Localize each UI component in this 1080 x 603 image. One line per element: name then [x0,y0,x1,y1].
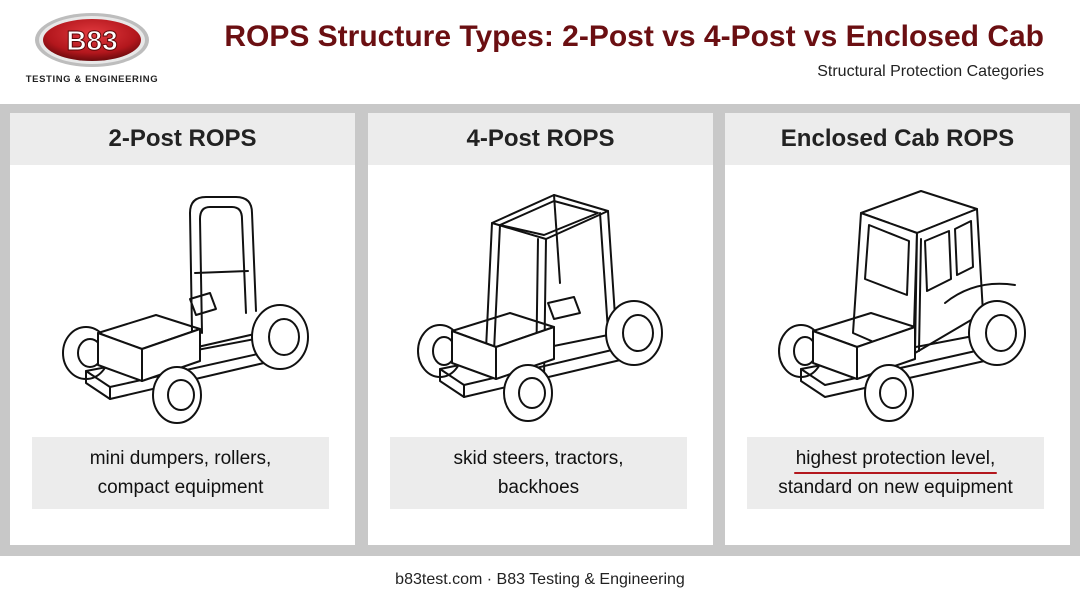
caption-line-highlighted: highest protection level, [793,444,997,474]
panel-enclosed-cab: Enclosed Cab ROPS highest protection lev… [725,113,1070,545]
panel-four-post: 4-Post ROPS skid steers, tractors, bac [368,113,713,545]
enclosed-cab-vehicle-icon [778,190,1026,422]
caption-line: standard on new equipment [778,477,1013,498]
page-title: ROPS Structure Types: 2-Post vs 4-Post v… [224,20,1044,53]
logo-text: B83 [66,25,117,56]
footer: b83test.com · B83 Testing & Engineering [0,556,1080,603]
caption-line: compact equipment [97,477,264,498]
two-post-rops-vehicle-icon [62,196,309,424]
panel-caption: skid steers, tractors, backhoes [390,437,687,509]
page-subtitle: Structural Protection Categories [817,63,1044,80]
caption-line: mini dumpers, rollers, [89,448,272,469]
panel-caption: highest protection level, standard on ne… [747,437,1044,509]
panel-title: 4-Post ROPS [368,113,713,165]
panel-title: 2-Post ROPS [10,113,355,165]
panel-title: Enclosed Cab ROPS [725,113,1070,165]
footer-text[interactable]: b83test.com · B83 Testing & Engineering [395,570,685,588]
panel-two-post: 2-Post ROPS mini dumpers, rollers, compa… [10,113,355,545]
header: B83 TESTING & ENGINEERING ROPS Structure… [0,0,1080,104]
four-post-rops-vehicle-icon [417,194,663,422]
logo-tagline: TESTING & ENGINEERING [25,74,159,85]
b83-logo[interactable]: B83 TESTING & ENGINEERING [22,10,162,90]
logo-badge-icon: B83 [35,13,149,67]
panel-caption: mini dumpers, rollers, compact equipment [32,437,329,509]
caption-line: skid steers, tractors, [453,448,624,469]
caption-line: backhoes [497,477,580,498]
